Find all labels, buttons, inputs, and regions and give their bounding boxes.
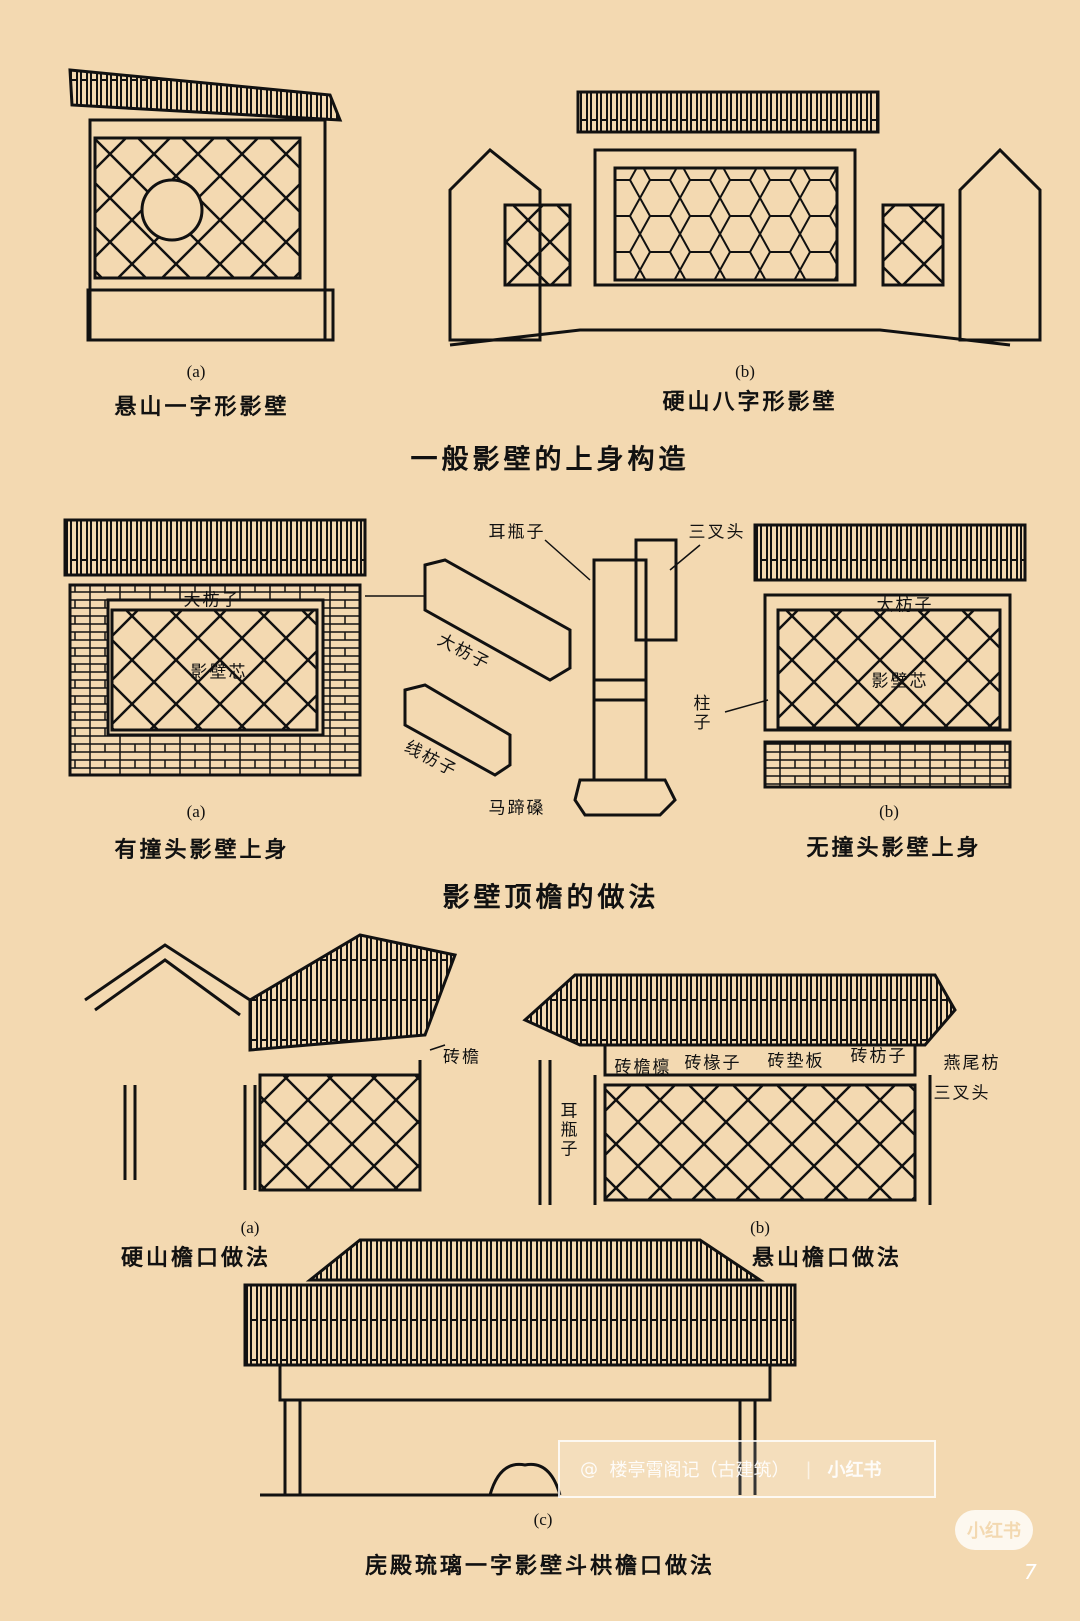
fig-3b-caption: 悬山檐口做法 xyxy=(751,1246,903,1271)
fig-2b-sublabel: (b) xyxy=(879,802,899,821)
label-yingbixin-b: 影壁芯 xyxy=(871,671,929,692)
label-sanchatou-3b: 三叉头 xyxy=(933,1083,991,1104)
brand-name: 小红书 xyxy=(827,1460,882,1481)
label-matisang: 马蹄磉 xyxy=(488,798,546,819)
label-erpingzi: 耳瓶子 xyxy=(488,522,546,543)
label-zhuanchuanzi: 砖椽子 xyxy=(684,1053,742,1074)
wall-1a xyxy=(68,68,343,342)
fig-2a-sublabel: (a) xyxy=(186,802,206,821)
wall-1b xyxy=(448,90,1042,347)
label-yingbixin-a: 影壁芯 xyxy=(190,662,248,683)
label-zhuzi: 柱子 xyxy=(689,694,710,732)
wall-2a xyxy=(63,518,367,777)
label-zhuandianban: 砖垫板 xyxy=(767,1051,825,1072)
label-zhuanfangzi: 砖枋子 xyxy=(850,1046,908,1067)
fig-3c-sublabel: (c) xyxy=(533,1510,553,1529)
fig-3b-sublabel: (b) xyxy=(750,1218,770,1237)
author-watermark: @ 楼亭霄阁记（古建筑） | 小红书 xyxy=(558,1440,936,1498)
label-zhuanyan: 砖檐 xyxy=(443,1047,481,1068)
xiaohongshu-logo-badge: 小红书 xyxy=(955,1510,1033,1550)
author-name: 楼亭霄阁记（古建筑） xyxy=(609,1460,790,1481)
wall-2b xyxy=(724,523,1027,789)
fig-1a-sublabel: (a) xyxy=(186,362,206,381)
fig-2b-caption: 无撞头影壁上身 xyxy=(806,836,982,861)
at-symbol: @ xyxy=(580,1458,598,1480)
label-sanchatou: 三叉头 xyxy=(688,522,746,543)
fig-3c-caption: 庑殿琉璃一字影壁斗栱檐口做法 xyxy=(364,1554,716,1579)
parts-diagram xyxy=(365,538,701,817)
eave-3c xyxy=(243,1238,797,1497)
section-heading-upper-body: 一般影壁的上身构造 xyxy=(410,444,690,476)
label-erpingzi-3b: 耳瓶子 xyxy=(556,1101,577,1159)
fig-3a-sublabel: (a) xyxy=(240,1218,260,1237)
fig-3a-caption: 硬山檐口做法 xyxy=(120,1246,272,1271)
eave-3a xyxy=(84,933,458,1192)
label-yanweifang: 燕尾枋 xyxy=(943,1053,1001,1074)
fig-2a-caption: 有撞头影壁上身 xyxy=(114,838,290,863)
label-dafangzi-b: 大枋子 xyxy=(876,595,934,616)
section-heading-eaves: 影壁顶檐的做法 xyxy=(442,882,660,914)
label-dafangzi-a: 大枋子 xyxy=(183,590,241,611)
fig-1b-caption: 硬山八字形影壁 xyxy=(662,390,838,415)
fig-1a-caption: 悬山一字形影壁 xyxy=(114,395,290,420)
page-number: 7 xyxy=(1024,1560,1037,1584)
eave-3b xyxy=(522,973,957,1205)
fig-1b-sublabel: (b) xyxy=(735,362,755,381)
label-zhuanyanlin: 砖檐檩 xyxy=(614,1057,672,1078)
